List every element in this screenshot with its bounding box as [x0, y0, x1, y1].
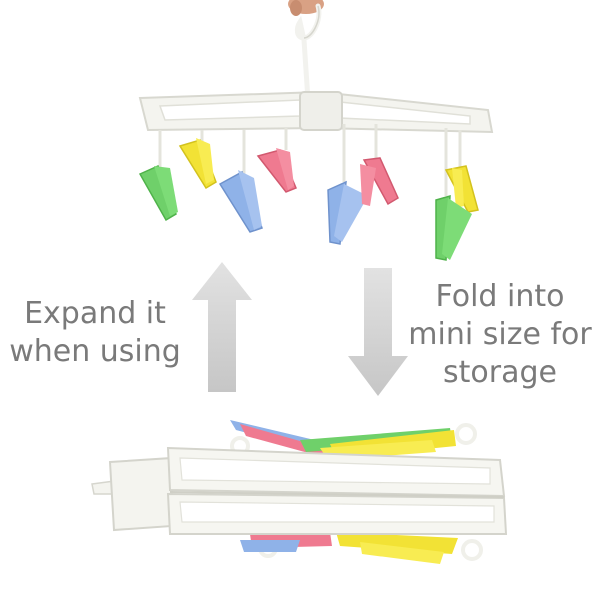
folded-hanger [91, 420, 508, 564]
expanded-hanger [138, 3, 494, 261]
peg-blue-1 [218, 170, 263, 233]
hanger-hook [294, 3, 322, 103]
peg-pink-2 [360, 157, 399, 206]
peg-blue-2 [327, 180, 368, 245]
peg-green-1 [138, 164, 178, 222]
peg-green-2 [435, 194, 472, 261]
peg-yellow-1 [178, 138, 217, 190]
expand-caption: Expand it when using [9, 296, 181, 369]
fold-caption: Fold into mini size for storage [408, 279, 592, 390]
peg-pink-1 [256, 148, 297, 193]
peg-yellow-2 [444, 165, 479, 213]
arrow-up-icon [192, 262, 252, 392]
arrow-down-icon [348, 268, 408, 396]
hand [288, 0, 324, 16]
